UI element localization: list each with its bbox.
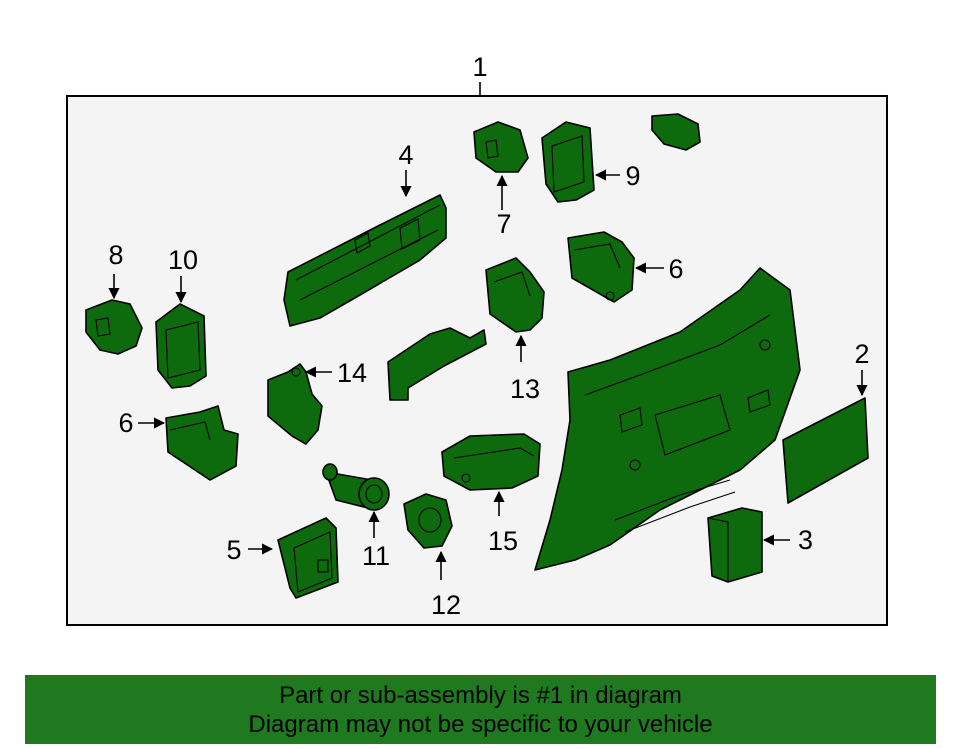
callout-4-number: 4 — [398, 140, 413, 170]
footer-banner-bg — [25, 675, 936, 744]
part-3-bracket[interactable] — [707, 507, 763, 583]
part-11-socket[interactable] — [322, 463, 390, 511]
callout-7-number: 7 — [496, 209, 511, 239]
part-9-switch[interactable] — [541, 121, 595, 203]
callout-1-number: 1 — [472, 52, 487, 82]
callout-2-number: 2 — [854, 339, 869, 369]
callout-15-number: 15 — [488, 526, 518, 556]
part-top-right-clip[interactable] — [651, 113, 701, 151]
callout-13-number: 13 — [510, 374, 540, 404]
part-center-bracket[interactable] — [387, 327, 487, 401]
part-15-module[interactable] — [441, 433, 541, 491]
part-5-switch[interactable] — [277, 517, 339, 599]
callout-14-number: 14 — [337, 358, 367, 388]
callout-9-number: 9 — [625, 161, 640, 191]
callout-10-number: 10 — [168, 245, 198, 275]
part-14-bracket[interactable] — [267, 363, 323, 445]
footer-line-1: Part or sub-assembly is #1 in diagram — [279, 681, 682, 709]
footer-banner: Part or sub-assembly is #1 in diagram Di… — [25, 675, 936, 744]
part-2-cover-panel[interactable] — [782, 397, 869, 504]
callout-3-number: 3 — [798, 525, 813, 555]
part-13-bracket[interactable] — [485, 257, 545, 333]
part-6-right-bracket[interactable] — [567, 231, 635, 303]
callout-12-number: 12 — [431, 590, 461, 620]
callout-8-number: 8 — [108, 240, 123, 270]
part-instrument-panel[interactable] — [534, 267, 801, 571]
callout-6b-number: 6 — [668, 254, 683, 284]
part-12-socket[interactable] — [403, 493, 453, 549]
part-10-switch[interactable] — [155, 303, 207, 389]
callout-11-number: 11 — [362, 541, 390, 571]
part-6-left-bracket[interactable] — [165, 405, 239, 481]
callout-5-number: 5 — [226, 535, 241, 565]
footer-line-2: Diagram may not be specific to your vehi… — [248, 710, 713, 738]
part-7-sensor[interactable] — [473, 121, 529, 173]
part-8-sensor[interactable] — [85, 299, 143, 355]
callout-6a-number: 6 — [118, 408, 133, 438]
part-4-module[interactable] — [283, 194, 447, 327]
